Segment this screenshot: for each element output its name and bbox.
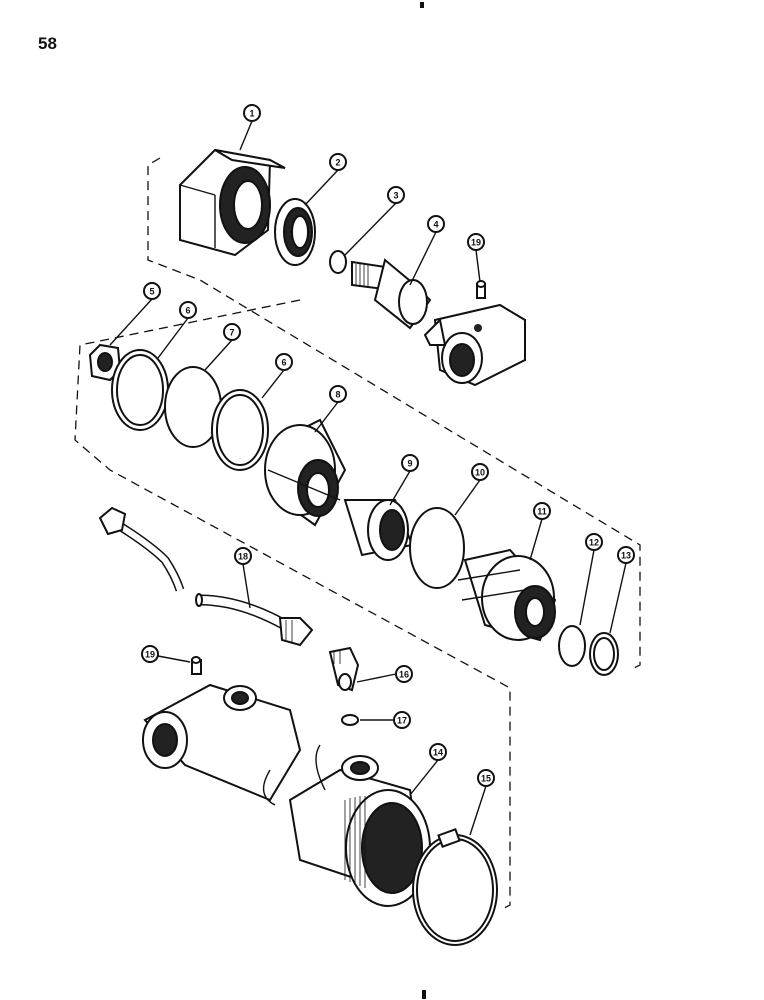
- part-cylinder-base: [142, 683, 302, 806]
- callout-label-19-lower: 19: [145, 650, 155, 660]
- callout-7: 7: [223, 323, 241, 341]
- part-spacer-tube: [343, 499, 414, 561]
- callout-5: 5: [143, 282, 161, 300]
- callout-12: 12: [585, 533, 603, 551]
- callout-label-13: 13: [621, 551, 631, 561]
- edge-mark-bottom: [422, 990, 426, 999]
- callout-19-upper: 19: [467, 233, 485, 251]
- callout-label-6-left: 6: [185, 306, 190, 316]
- callout-label-2: 2: [335, 158, 340, 168]
- callout-9: 9: [401, 454, 419, 472]
- callout-10: 10: [471, 463, 489, 481]
- callout-label-19-upper: 19: [471, 238, 481, 248]
- callout-6-right: 6: [275, 353, 293, 371]
- callout-13: 13: [617, 546, 635, 564]
- part-small-ring: [329, 250, 347, 274]
- part-grease-fitting-upper: [476, 280, 486, 299]
- part-small-seal-ring: [558, 625, 586, 667]
- part-rod-eye: [423, 303, 526, 387]
- callout-label-3: 3: [393, 191, 398, 201]
- callout-label-4: 4: [433, 220, 438, 230]
- callout-label-10: 10: [475, 468, 485, 478]
- callout-label-7: 7: [229, 328, 234, 338]
- callout-label-1: 1: [249, 109, 254, 119]
- callout-label-15: 15: [481, 774, 491, 784]
- callout-label-9: 9: [407, 459, 412, 469]
- edge-mark-top: [420, 2, 424, 8]
- callout-label-16: 16: [399, 670, 409, 680]
- callout-label-8: 8: [335, 390, 340, 400]
- part-gland: [264, 418, 347, 527]
- part-rod-end: [351, 258, 432, 330]
- callout-19-lower: 19: [141, 645, 159, 663]
- callout-label-6-right: 6: [281, 358, 286, 368]
- callout-17: 17: [393, 711, 411, 729]
- callout-2: 2: [329, 153, 347, 171]
- part-piston: [457, 548, 557, 642]
- callout-label-14: 14: [433, 748, 443, 758]
- page-number: 58: [38, 34, 57, 53]
- callout-leaders: [109, 120, 627, 836]
- callout-6-left: 6: [179, 301, 197, 319]
- callout-18: 18: [234, 547, 252, 565]
- part-piston-o-ring: [409, 507, 465, 589]
- callout-label-12: 12: [589, 538, 599, 548]
- part-hose-clamp: [412, 828, 498, 946]
- part-lock-nut: [88, 343, 122, 382]
- callout-label-5: 5: [149, 287, 154, 297]
- callout-14: 14: [429, 743, 447, 761]
- callout-label-17: 17: [397, 716, 407, 726]
- callout-8: 8: [329, 385, 347, 403]
- callout-11: 11: [533, 502, 551, 520]
- part-hex-nut: [179, 148, 286, 257]
- callout-15: 15: [477, 769, 495, 787]
- callout-label-11: 11: [537, 507, 547, 517]
- callout-16: 16: [395, 665, 413, 683]
- callout-label-18: 18: [238, 552, 248, 562]
- callout-4: 4: [427, 215, 445, 233]
- part-cylinder-tube: [288, 744, 431, 907]
- callout-1: 1: [243, 104, 261, 122]
- part-seal: [274, 198, 316, 266]
- part-washer: [341, 714, 359, 726]
- part-hose: [195, 593, 314, 647]
- part-elbow-fitting: [328, 646, 360, 692]
- part-grease-fitting-lower: [191, 656, 202, 675]
- callout-3: 3: [387, 186, 405, 204]
- callouts: 1 2 3 4 19 5 6 7 6 8 9 10 11 12 13 18 19…: [141, 104, 635, 787]
- dashed-group-lines: [74, 157, 641, 911]
- part-hose-left: [98, 506, 185, 592]
